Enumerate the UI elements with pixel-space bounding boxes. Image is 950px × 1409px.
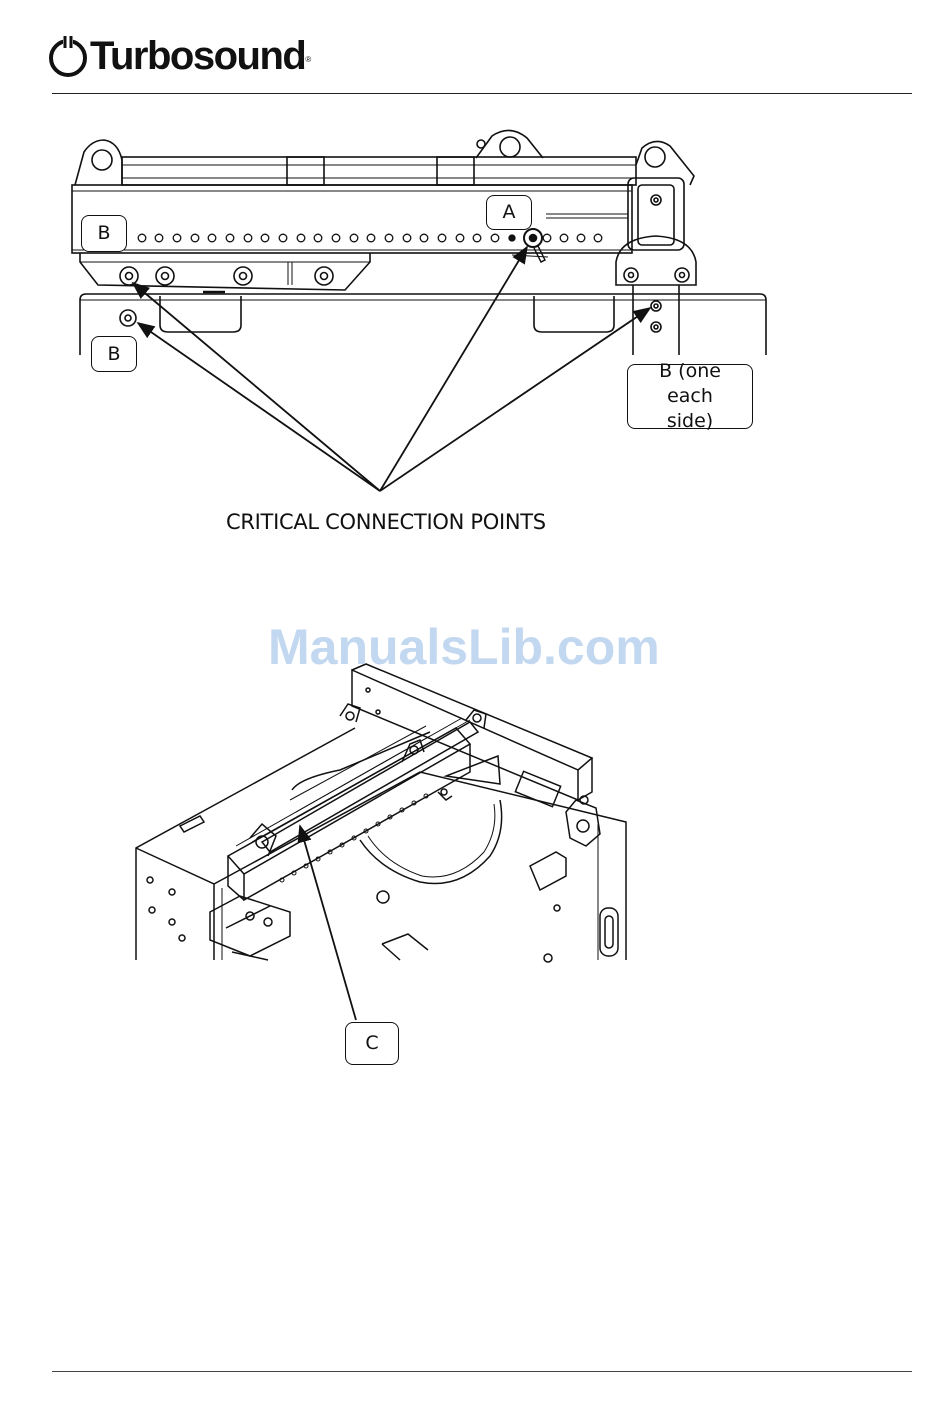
critical-point-arrows <box>133 247 650 491</box>
callout-b-left-upper: B <box>81 215 127 252</box>
callout-b-right: B (one each side) <box>627 364 753 429</box>
callout-c-leader <box>300 826 356 1020</box>
critical-connection-caption: CRITICAL CONNECTION POINTS <box>226 510 546 534</box>
rigging-frame-side-view <box>72 130 766 355</box>
callout-c: C <box>345 1022 399 1065</box>
watermark: ManualsLib.com <box>268 618 660 676</box>
rigging-frame-isometric-view <box>136 664 626 962</box>
callout-a: A <box>486 195 532 230</box>
footer-rule <box>52 1371 912 1372</box>
callout-b-left-lower: B <box>91 336 137 372</box>
